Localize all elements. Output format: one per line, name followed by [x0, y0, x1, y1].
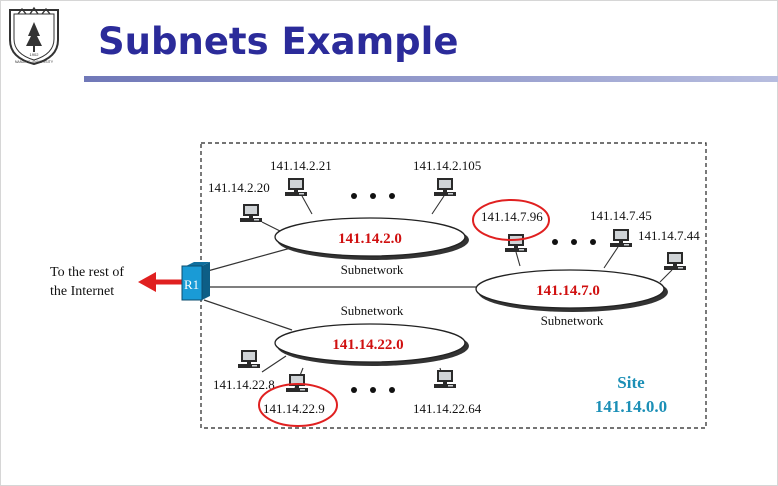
svg-text:1902: 1902 [30, 52, 40, 57]
site-address: 141.14.0.0 [595, 397, 667, 416]
title-underline [84, 76, 778, 82]
svg-text:NANJING UNIVERSITY: NANJING UNIVERSITY [15, 60, 54, 64]
site-label: Site [617, 373, 645, 392]
net-address-22-0: 141.14.22.0 [332, 337, 403, 353]
subnet-2-0-label: Subnetwork [341, 262, 404, 277]
internet-label-line1: To the rest of [50, 265, 124, 280]
host-label-2-20: 141.14.2.20 [208, 180, 270, 195]
computer-icon [664, 252, 686, 270]
highlight-circle-7-96 [472, 199, 550, 241]
host-label-2-105: 141.14.2.105 [413, 158, 481, 173]
highlight-circle-22-9 [258, 383, 338, 427]
university-seal-icon: 1902 NANJING UNIVERSITY [9, 6, 59, 66]
host-label-7-44: 141.14.7.44 [638, 228, 700, 243]
router-r1: R1 [181, 262, 210, 301]
computer-icon [505, 234, 527, 252]
subnet-7-0: 141.14.7.0 [475, 269, 668, 312]
computer-icon [240, 204, 262, 222]
host-label-22-8: 141.14.22.8 [213, 377, 275, 392]
computer-icon [285, 178, 307, 196]
internet-arrow-head [138, 272, 156, 292]
internet-label-line2: the Internet [50, 284, 114, 299]
computer-icon [434, 178, 456, 196]
subnet-2-0: 141.14.2.0 [274, 217, 469, 260]
subnet-22-0: 141.14.22.0 [274, 323, 469, 366]
net-address-2-0: 141.14.2.0 [338, 231, 402, 247]
computer-icon [238, 350, 260, 368]
router-links [203, 245, 482, 331]
host-label-7-45: 141.14.7.45 [590, 208, 652, 223]
computer-icon [610, 229, 632, 247]
host-label-2-21: 141.14.2.21 [270, 158, 332, 173]
host-label-22-64: 141.14.22.64 [413, 401, 482, 416]
router-label: R1 [184, 277, 199, 292]
computer-icon [286, 374, 308, 392]
more-hosts-dots [351, 193, 596, 393]
subnet-22-0-label: Subnetwork [341, 303, 404, 318]
host-label-22-9: 141.14.22.9 [263, 401, 325, 416]
subnet-7-0-label: Subnetwork [541, 313, 604, 328]
net-address-7-0: 141.14.7.0 [536, 283, 600, 299]
slide-title: Subnets Example [98, 20, 459, 63]
host-label-7-96: 141.14.7.96 [481, 209, 543, 224]
computer-icon [434, 370, 456, 388]
